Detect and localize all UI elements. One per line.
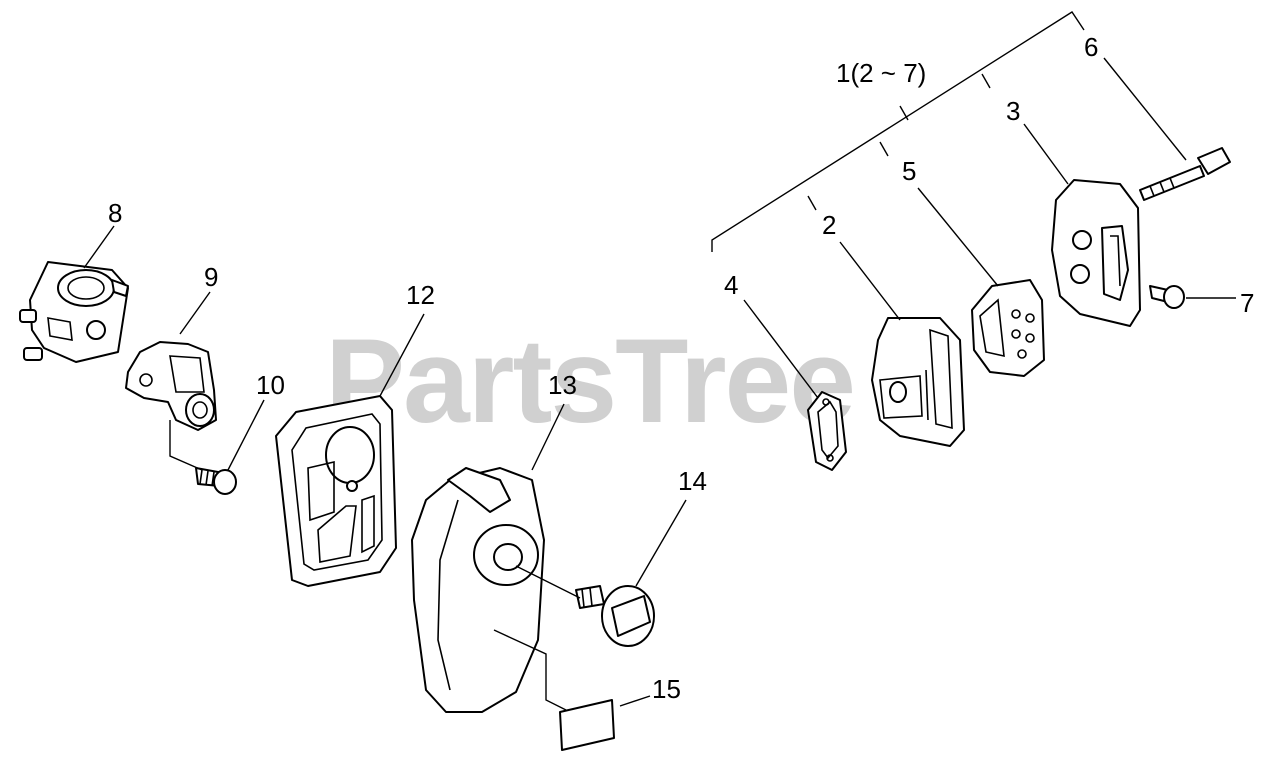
callout-14: 14 (678, 466, 707, 496)
callout-12: 12 (406, 280, 435, 310)
kit-bracket-line (711, 11, 1085, 252)
part-6-bolt[interactable] (1139, 147, 1231, 201)
callout-10: 10 (256, 370, 285, 400)
callout-4: 4 (724, 270, 738, 300)
part-3-muffler-cover[interactable] (1051, 179, 1141, 327)
part-9-insulator[interactable] (125, 341, 217, 431)
part-14-knob[interactable] (575, 585, 655, 647)
part-4-gasket[interactable] (807, 391, 847, 471)
callout-15: 15 (652, 674, 681, 704)
part-2-muffler-body[interactable] (871, 317, 965, 447)
leader-lines (83, 11, 1236, 711)
callout-6: 6 (1084, 32, 1098, 62)
callout-7: 7 (1240, 288, 1254, 318)
partstree-watermark: PartsTree (325, 314, 854, 448)
part-8-carburetor[interactable] (19, 261, 129, 363)
part-10-screw[interactable] (195, 467, 237, 495)
part-12-air-filter[interactable] (275, 395, 397, 587)
callout-13: 13 (548, 370, 577, 400)
callout-2: 2 (822, 210, 836, 240)
callout-9: 9 (204, 262, 218, 292)
callout-5: 5 (902, 156, 916, 186)
part-15-label[interactable] (559, 699, 615, 751)
part-13-air-cleaner-cover[interactable] (411, 467, 545, 713)
callout-3: 3 (1006, 96, 1020, 126)
callouts: 1(2 ~ 7) 6 3 5 2 4 7 8 9 10 12 13 14 15 (108, 32, 1254, 704)
part-7-screw[interactable] (1149, 285, 1185, 309)
callout-1: 1(2 ~ 7) (836, 58, 926, 88)
callout-8: 8 (108, 198, 122, 228)
part-5-muffler-inner[interactable] (971, 279, 1045, 377)
